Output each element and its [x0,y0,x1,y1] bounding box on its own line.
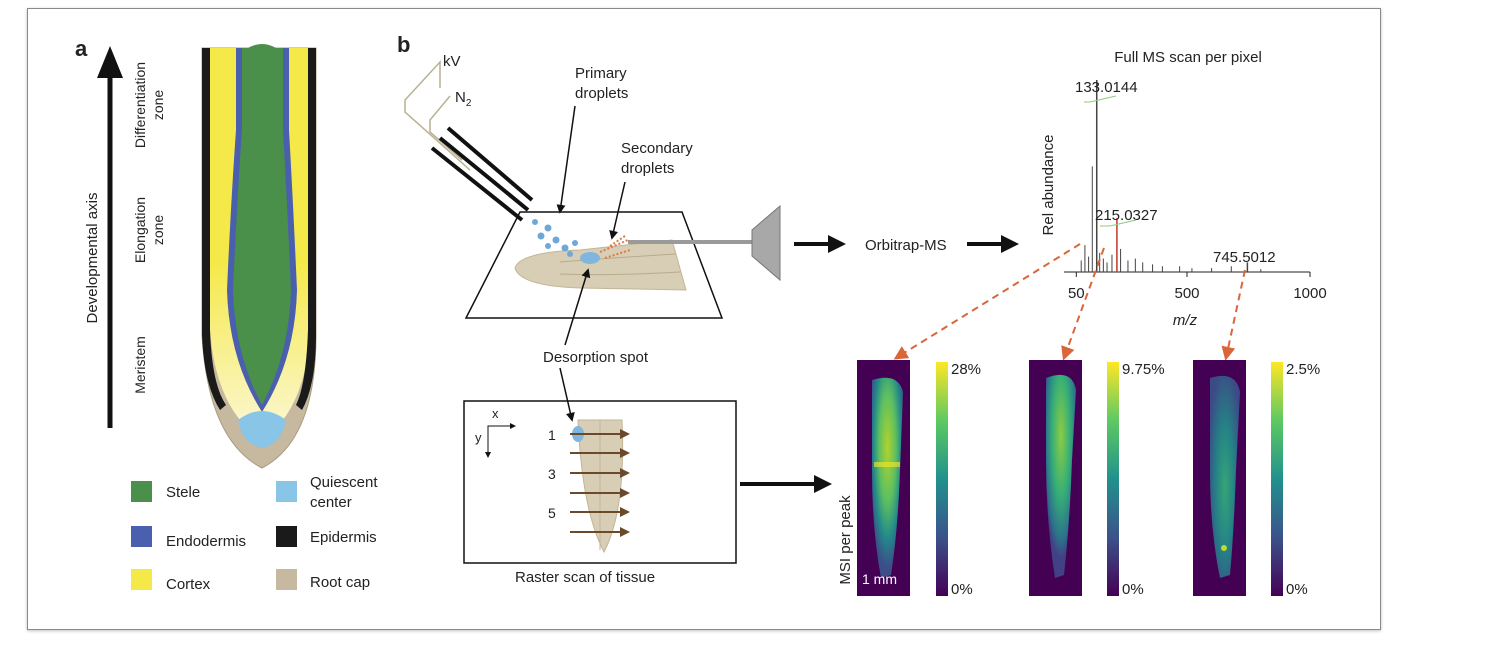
flow-arrows [740,235,1019,493]
kv-line [404,60,471,171]
spectrum-tick-label: 500 [1174,285,1199,302]
raster-row-5: 5 [548,505,556,521]
msi-side-label: MSI per peak [837,495,854,585]
legend: Stele Endodermis Cortex Quiescent center… [131,474,378,593]
primary-droplets [532,219,578,257]
zone-elongation-line1: Elongation [132,197,148,263]
desorption-spot [580,252,600,264]
spectrum-peaks [1080,80,1262,272]
raster-caption: Raster scan of tissue [515,569,655,586]
colorbar-2 [1107,362,1119,596]
raster-box [463,400,737,564]
legend-stele: Stele [166,484,200,501]
secondary-line1: Secondary [621,140,693,157]
zone-elongation-line2: zone [150,215,166,246]
scale-bar-label: 1 mm [862,571,897,587]
colorbar-3-max: 2.5% [1286,361,1320,378]
primary-line1: Primary [575,65,627,82]
sprayer [430,126,534,222]
zone-meristem: Meristem [132,336,148,394]
quiescent-center [238,411,286,448]
desorption-label: Desorption spot [543,349,649,366]
msi-panel-1: 1 mm 28% 0% [857,360,981,598]
kv-label: kV [443,53,461,70]
colorbar-2-max: 9.75% [1122,361,1165,378]
root-illustration [201,44,317,469]
spectrum-ylabel: Rel abundance [1040,135,1057,236]
legend-swatch-stele [131,481,152,502]
root-tissue [514,239,687,291]
raster-x-label: x [492,406,499,421]
colorbar-1-min: 0% [951,581,973,598]
msi-panel-3: 2.5% 0% [1193,360,1320,598]
raster-y-label: y [475,430,482,445]
legend-swatch-rootcap [276,569,297,590]
colorbar-3 [1271,362,1283,596]
epidermis-left [202,48,226,410]
panel-a-letter: a [75,36,88,61]
legend-quiescent-line2: center [310,494,352,511]
legend-cortex: Cortex [166,576,211,593]
panel-b-letter: b [397,32,410,57]
primary-line2: droplets [575,85,628,102]
raster-lines [570,429,630,537]
spectrum-tick-label: 1000 [1293,285,1326,302]
legend-endodermis: Endodermis [166,533,246,550]
legend-swatch-epidermis [276,526,297,547]
legend-swatch-quiescent [276,481,297,502]
orbitrap-label: Orbitrap-MS [865,237,947,254]
ms-cone [751,204,781,282]
peak-label-215: 215.0327 [1095,207,1158,224]
sample-stage [464,211,724,319]
spectrum-ticks: 50 500 1000 [1068,272,1327,302]
spectrum-xlabel: m/z [1173,312,1198,329]
colorbar-1-max: 28% [951,361,981,378]
secondary-droplets [599,235,631,259]
colorbar-2-min: 0% [1122,581,1144,598]
legend-quiescent-line1: Quiescent [310,474,378,491]
arrow-head-icon [97,46,123,78]
secondary-line2: droplets [621,160,674,177]
peak-to-image-arrows [893,243,1246,361]
n2-line [429,95,463,161]
epidermis-right [296,48,316,410]
legend-swatch-cortex [131,569,152,590]
n2-label: N2 [455,89,472,109]
legend-epidermis: Epidermis [310,529,377,546]
legend-rootcap: Root cap [310,574,370,591]
raster-row-3: 3 [548,466,556,482]
msi-panel-2: 9.75% 0% [1029,360,1165,598]
peak-label-133: 133.0144 [1075,79,1138,96]
spectrum-tick-label: 50 [1068,285,1085,302]
zone-differentiation-line1: Differentiation [132,62,148,148]
xy-axes-icon [487,425,510,452]
colorbar-3-min: 0% [1286,581,1308,598]
raster-row-1: 1 [548,427,556,443]
axis-label: Developmental axis [84,193,101,324]
peak-label-745: 745.5012 [1213,249,1276,266]
stele [233,48,291,405]
spectrum-title: Full MS scan per pixel [1114,49,1262,66]
zone-differentiation-line2: zone [150,90,166,121]
colorbar-1 [936,362,948,596]
legend-swatch-endodermis [131,526,152,547]
